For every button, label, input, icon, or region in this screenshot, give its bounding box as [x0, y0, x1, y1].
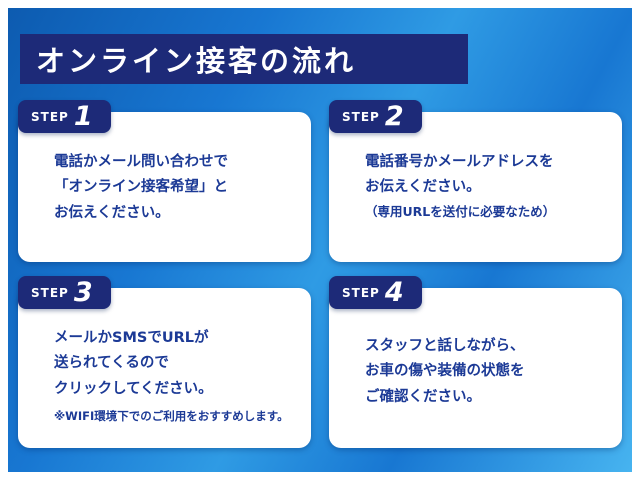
- step-card-body: 電話かメール問い合わせで 「オンライン接客希望」と お伝えください。: [54, 150, 297, 226]
- page-title-banner: オンライン接客の流れ: [20, 34, 468, 84]
- step-text-line: メールかSMSでURLが: [54, 330, 209, 346]
- step-text-line: 電話番号かメールアドレスを: [365, 154, 554, 170]
- step-badge-3: STEP 3: [18, 276, 111, 309]
- step-text-line: スタッフと話しながら、: [365, 338, 525, 354]
- step-badge-number: 2: [384, 101, 404, 132]
- step-card-body: スタッフと話しながら、 お車の傷や装備の状態を ご確認ください。: [365, 334, 608, 410]
- step-badge-number: 3: [73, 277, 93, 308]
- step-text-line: ご確認ください。: [365, 388, 481, 405]
- step-text-line: 送られてくるので: [54, 355, 169, 372]
- step-text-line: 「オンライン接客希望」と: [54, 179, 228, 196]
- page-title: オンライン接客の流れ: [36, 44, 357, 78]
- step-badge-label: STEP: [31, 109, 69, 124]
- step-card-3: STEP 3 メールかSMSでURLが 送られてくるので クリックしてください。…: [18, 276, 311, 448]
- step-badge-4: STEP 4: [329, 276, 422, 309]
- step-text-line: クリックしてください。: [54, 380, 213, 397]
- step-badge-label: STEP: [31, 285, 69, 300]
- step-card-1: STEP 1 電話かメール問い合わせで 「オンライン接客希望」と お伝えください…: [18, 100, 311, 262]
- step-text-line: 電話かメール問い合わせで: [54, 154, 228, 170]
- step-card-2: STEP 2 電話番号かメールアドレスを お伝えください。 （専用URLを送付に…: [329, 100, 622, 262]
- step-badge-2: STEP 2: [329, 100, 422, 133]
- background-gradient: オンライン接客の流れ STEP 1 電話かメール問い合わせで 「オンライン接客希…: [8, 8, 632, 472]
- step-note: （専用URLを送付に必要なため）: [365, 203, 556, 219]
- step-text-line: お伝えください。: [54, 204, 170, 221]
- step-badge-number: 4: [384, 277, 404, 308]
- step-text-line: お車の傷や装備の状態を: [365, 363, 525, 380]
- step-card-body: メールかSMSでURLが 送られてくるので クリックしてください。 ※WIFI環…: [54, 326, 297, 425]
- step-badge-label: STEP: [342, 109, 380, 124]
- step-badge-number: 1: [73, 101, 93, 132]
- step-card-4: STEP 4 スタッフと話しながら、 お車の傷や装備の状態を ご確認ください。: [329, 276, 622, 448]
- step-card-body: 電話番号かメールアドレスを お伝えください。 （専用URLを送付に必要なため）: [365, 150, 608, 222]
- step-text-line: お伝えください。: [365, 179, 481, 196]
- step-note: ※WIFI環境下でのご利用をおすすめします。: [54, 409, 289, 424]
- steps-grid: STEP 1 電話かメール問い合わせで 「オンライン接客希望」と お伝えください…: [18, 100, 622, 448]
- step-badge-1: STEP 1: [18, 100, 111, 133]
- step-badge-label: STEP: [342, 285, 380, 300]
